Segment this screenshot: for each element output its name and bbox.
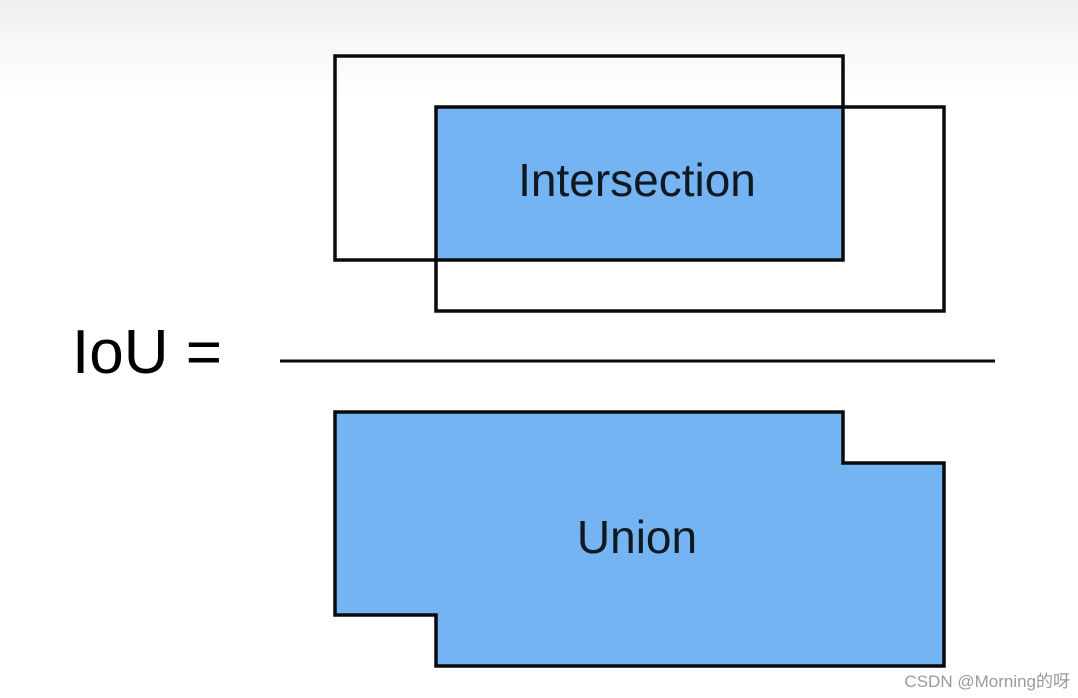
box-a-outline bbox=[333, 54, 845, 262]
box-b-outline bbox=[434, 105, 946, 313]
intersection-area bbox=[436, 107, 843, 260]
union-label: Union bbox=[577, 511, 697, 563]
union-shape bbox=[333, 410, 946, 668]
iou-formula-label: IoU = bbox=[72, 318, 222, 387]
intersection-label: Intersection bbox=[518, 154, 756, 206]
denominator-group: Union bbox=[333, 410, 946, 668]
watermark: CSDN @Morning的呀 bbox=[904, 672, 1070, 691]
numerator-group: Intersection bbox=[333, 54, 946, 313]
